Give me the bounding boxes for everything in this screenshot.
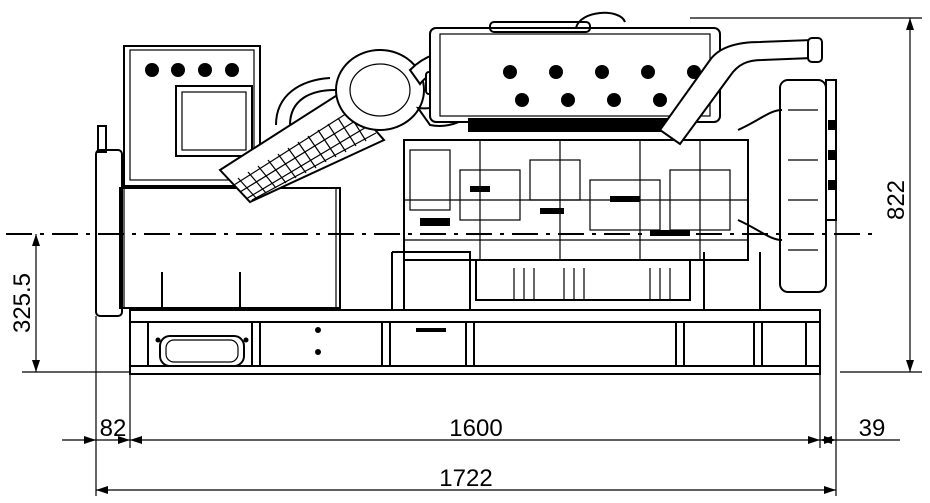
alternator: [95, 45, 341, 317]
air-intake-assembly: [218, 49, 482, 204]
dimension-arrows: [32, 18, 914, 494]
fuel-tank-opening: [159, 335, 245, 367]
base-rail: [129, 309, 821, 375]
dimension-overall-length-label: 1722: [439, 465, 492, 492]
dimension-left-offset-label: 82: [100, 415, 127, 442]
radiator: [779, 79, 827, 293]
control-knobs: [145, 63, 239, 77]
base-frame: [129, 309, 821, 375]
alternator-body: [119, 187, 341, 309]
engine: [391, 11, 837, 310]
oil-sump: [475, 260, 691, 301]
manifold-bar: [468, 118, 668, 132]
dimension-centerline-label: 325.5: [9, 273, 36, 333]
intake-elbow: [335, 49, 425, 131]
control-panel-window: [175, 85, 253, 157]
dimension-height-label: 822: [883, 180, 910, 220]
cylinder-bolts: [503, 65, 701, 107]
dimension-base-length-label: 1600: [449, 415, 502, 442]
dimension-right-offset-label: 39: [859, 415, 886, 442]
control-box: [123, 45, 261, 187]
dimension-lines: [22, 17, 922, 496]
grille-slats: [237, 111, 367, 199]
